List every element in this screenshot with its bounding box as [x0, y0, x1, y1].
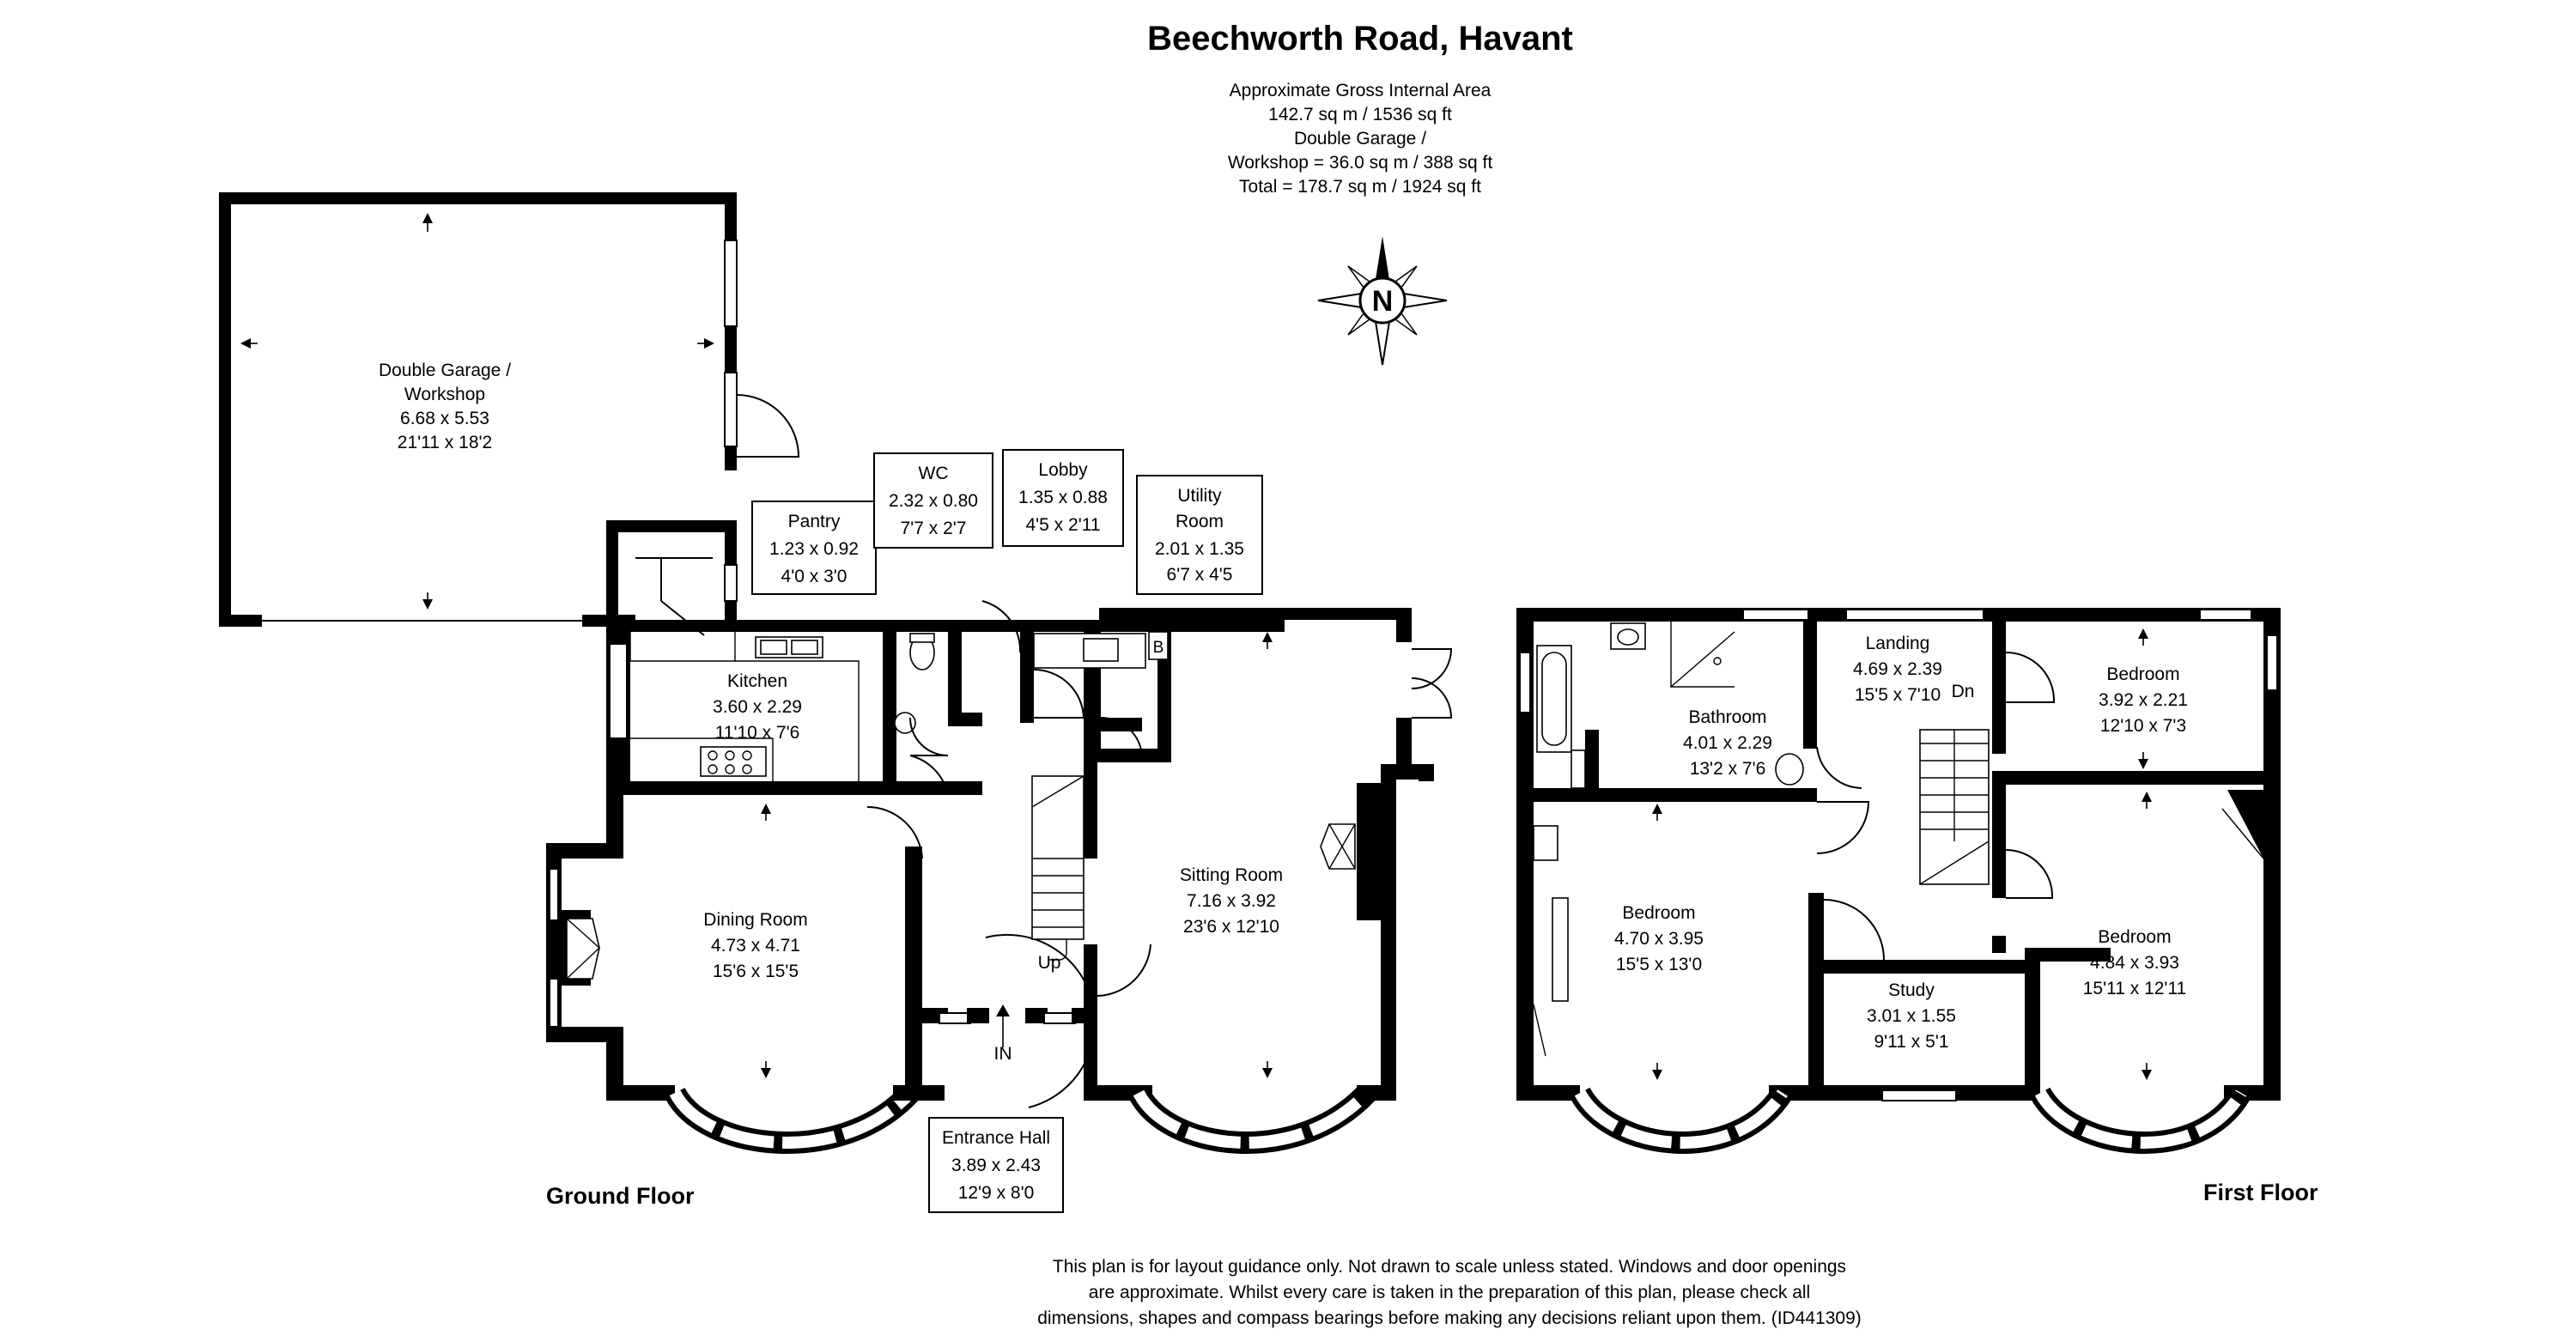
- dining-name: Dining Room: [703, 910, 807, 930]
- bedroom-e-metric: 4.84 x 3.93: [2090, 953, 2179, 973]
- sitting-name: Sitting Room: [1180, 865, 1283, 885]
- first-floor-walls: [1516, 608, 2281, 1154]
- bedroom-e-imperial: 15'11 x 12'11: [2083, 979, 2187, 998]
- dining-imperial: 15'6 x 15'5: [713, 962, 799, 981]
- wc-name: WC: [919, 464, 949, 483]
- disclaimer-line-1: This plan is for layout guidance only. N…: [1053, 1257, 1846, 1277]
- ground-floor-fixtures: B Up IN: [629, 600, 1169, 1108]
- compass-north-label: N: [1372, 285, 1394, 318]
- kitchen-metric: 3.60 x 2.29: [713, 697, 802, 717]
- bathroom-metric: 4.01 x 2.29: [1683, 733, 1772, 753]
- lobby-name: Lobby: [1038, 460, 1088, 480]
- utility-name-2: Room: [1176, 512, 1224, 531]
- bathroom-name: Bathroom: [1688, 707, 1766, 727]
- wc-metric: 2.32 x 0.80: [889, 491, 978, 511]
- room-label-bathroom: Bathroom 4.01 x 2.29 13'2 x 7'6: [1683, 707, 1772, 779]
- hall-name: Entrance Hall: [942, 1128, 1050, 1148]
- disclaimer-line-2: are approximate. Whilst every care is ta…: [1089, 1283, 1810, 1302]
- study-imperial: 9'11 x 5'1: [1874, 1032, 1948, 1052]
- ground-floor-label: Ground Floor: [546, 1183, 695, 1209]
- hall-imperial: 12'9 x 8'0: [958, 1183, 1035, 1203]
- garage-imperial: 21'11 x 18'2: [398, 433, 492, 452]
- landing-name: Landing: [1866, 634, 1930, 653]
- landing-imperial: 15'5 x 7'10: [1855, 685, 1941, 705]
- room-label-lobby: Lobby 1.35 x 0.88 4'5 x 2'11: [1002, 449, 1124, 547]
- bedroom-w-imperial: 15'5 x 13'0: [1616, 955, 1702, 974]
- landing-metric: 4.69 x 2.39: [1853, 659, 1942, 679]
- area-line-4: Workshop = 36.0 sq m / 388 sq ft: [1228, 153, 1493, 173]
- room-label-dining: Dining Room 4.73 x 4.71 15'6 x 15'5: [703, 910, 807, 981]
- stairs-down-label: Dn: [1952, 682, 1975, 701]
- dining-metric: 4.73 x 4.71: [711, 936, 800, 956]
- utility-metric: 2.01 x 1.35: [1155, 539, 1244, 559]
- room-label-sitting: Sitting Room 7.16 x 3.92 23'6 x 12'10: [1180, 865, 1283, 937]
- room-label-wc: WC 2.32 x 0.80 7'7 x 2'7: [873, 452, 993, 549]
- room-label-bedroom-e: Bedroom 4.84 x 3.93 15'11 x 12'11: [2083, 927, 2187, 998]
- area-line-3: Double Garage /: [1294, 129, 1426, 149]
- hall-metric: 3.89 x 2.43: [951, 1156, 1041, 1175]
- wc-imperial: 7'7 x 2'7: [901, 519, 967, 538]
- room-label-pantry: Pantry 1.23 x 0.92 4'0 x 3'0: [751, 501, 877, 595]
- bedroom-w-metric: 4.70 x 3.95: [1614, 929, 1704, 949]
- room-label-utility: Utility Room 2.01 x 1.35 6'7 x 4'5: [1136, 475, 1263, 595]
- area-line-2: 142.7 sq m / 1536 sq ft: [1268, 105, 1452, 124]
- kitchen-name: Kitchen: [727, 671, 787, 691]
- lobby-metric: 1.35 x 0.88: [1018, 488, 1108, 507]
- room-label-landing: Landing 4.69 x 2.39 15'5 x 7'10: [1853, 634, 1942, 705]
- sitting-imperial: 23'6 x 12'10: [1183, 917, 1279, 937]
- bedroom-ne-imperial: 12'10 x 7'3: [2100, 716, 2186, 736]
- pantry-metric: 1.23 x 0.92: [769, 539, 859, 559]
- area-line-5: Total = 178.7 sq m / 1924 sq ft: [1239, 177, 1481, 197]
- stairs-up-label: Up: [1038, 953, 1061, 973]
- header: Beechworth Road, Havant Approximate Gros…: [1147, 20, 1573, 197]
- entrance-in-label: IN: [994, 1044, 1012, 1064]
- room-label-hall: Entrance Hall 3.89 x 2.43 12'9 x 8'0: [928, 1117, 1064, 1213]
- garage-walls: [219, 192, 800, 627]
- room-label-garage: Double Garage / Workshop 6.68 x 5.53 21'…: [379, 361, 511, 452]
- property-title: Beechworth Road, Havant: [1147, 20, 1573, 58]
- room-label-bedroom-ne: Bedroom 3.92 x 2.21 12'10 x 7'3: [2099, 664, 2188, 736]
- compass-rose-icon: N: [1317, 236, 1448, 366]
- lobby-imperial: 4'5 x 2'11: [1025, 515, 1100, 535]
- study-name: Study: [1888, 980, 1935, 1000]
- first-floor-fixtures: Dn: [1533, 622, 2056, 1057]
- sitting-metric: 7.16 x 3.92: [1187, 891, 1276, 911]
- utility-imperial: 6'7 x 4'5: [1167, 565, 1233, 585]
- area-line-1: Approximate Gross Internal Area: [1230, 81, 1492, 100]
- bedroom-e-name: Bedroom: [2098, 927, 2171, 947]
- disclaimer-line-3: dimensions, shapes and compass bearings …: [1037, 1308, 1862, 1328]
- bedroom-w-name: Bedroom: [1622, 903, 1695, 923]
- bathroom-imperial: 13'2 x 7'6: [1690, 759, 1766, 779]
- garage-name: Double Garage /: [379, 361, 511, 380]
- pantry-name: Pantry: [788, 512, 841, 531]
- disclaimer: This plan is for layout guidance only. N…: [1037, 1257, 1862, 1328]
- utility-name: Utility: [1177, 486, 1222, 506]
- room-label-study: Study 3.01 x 1.55 9'11 x 5'1: [1867, 980, 1956, 1052]
- garage-name-2: Workshop: [404, 385, 485, 404]
- pantry-imperial: 4'0 x 3'0: [781, 567, 848, 586]
- room-label-kitchen: Kitchen 3.60 x 2.29 11'10 x 7'6: [713, 671, 802, 743]
- bedroom-ne-name: Bedroom: [2106, 664, 2179, 684]
- boiler-label: B: [1153, 639, 1164, 657]
- bedroom-ne-metric: 3.92 x 2.21: [2099, 690, 2188, 710]
- study-metric: 3.01 x 1.55: [1867, 1006, 1956, 1026]
- room-label-bedroom-w: Bedroom 4.70 x 3.95 15'5 x 13'0: [1614, 903, 1704, 974]
- garage-metric: 6.68 x 5.53: [400, 409, 489, 428]
- first-floor-label: First Floor: [2203, 1180, 2318, 1205]
- dimension-arrows: [240, 213, 2152, 1080]
- kitchen-imperial: 11'10 x 7'6: [715, 723, 800, 743]
